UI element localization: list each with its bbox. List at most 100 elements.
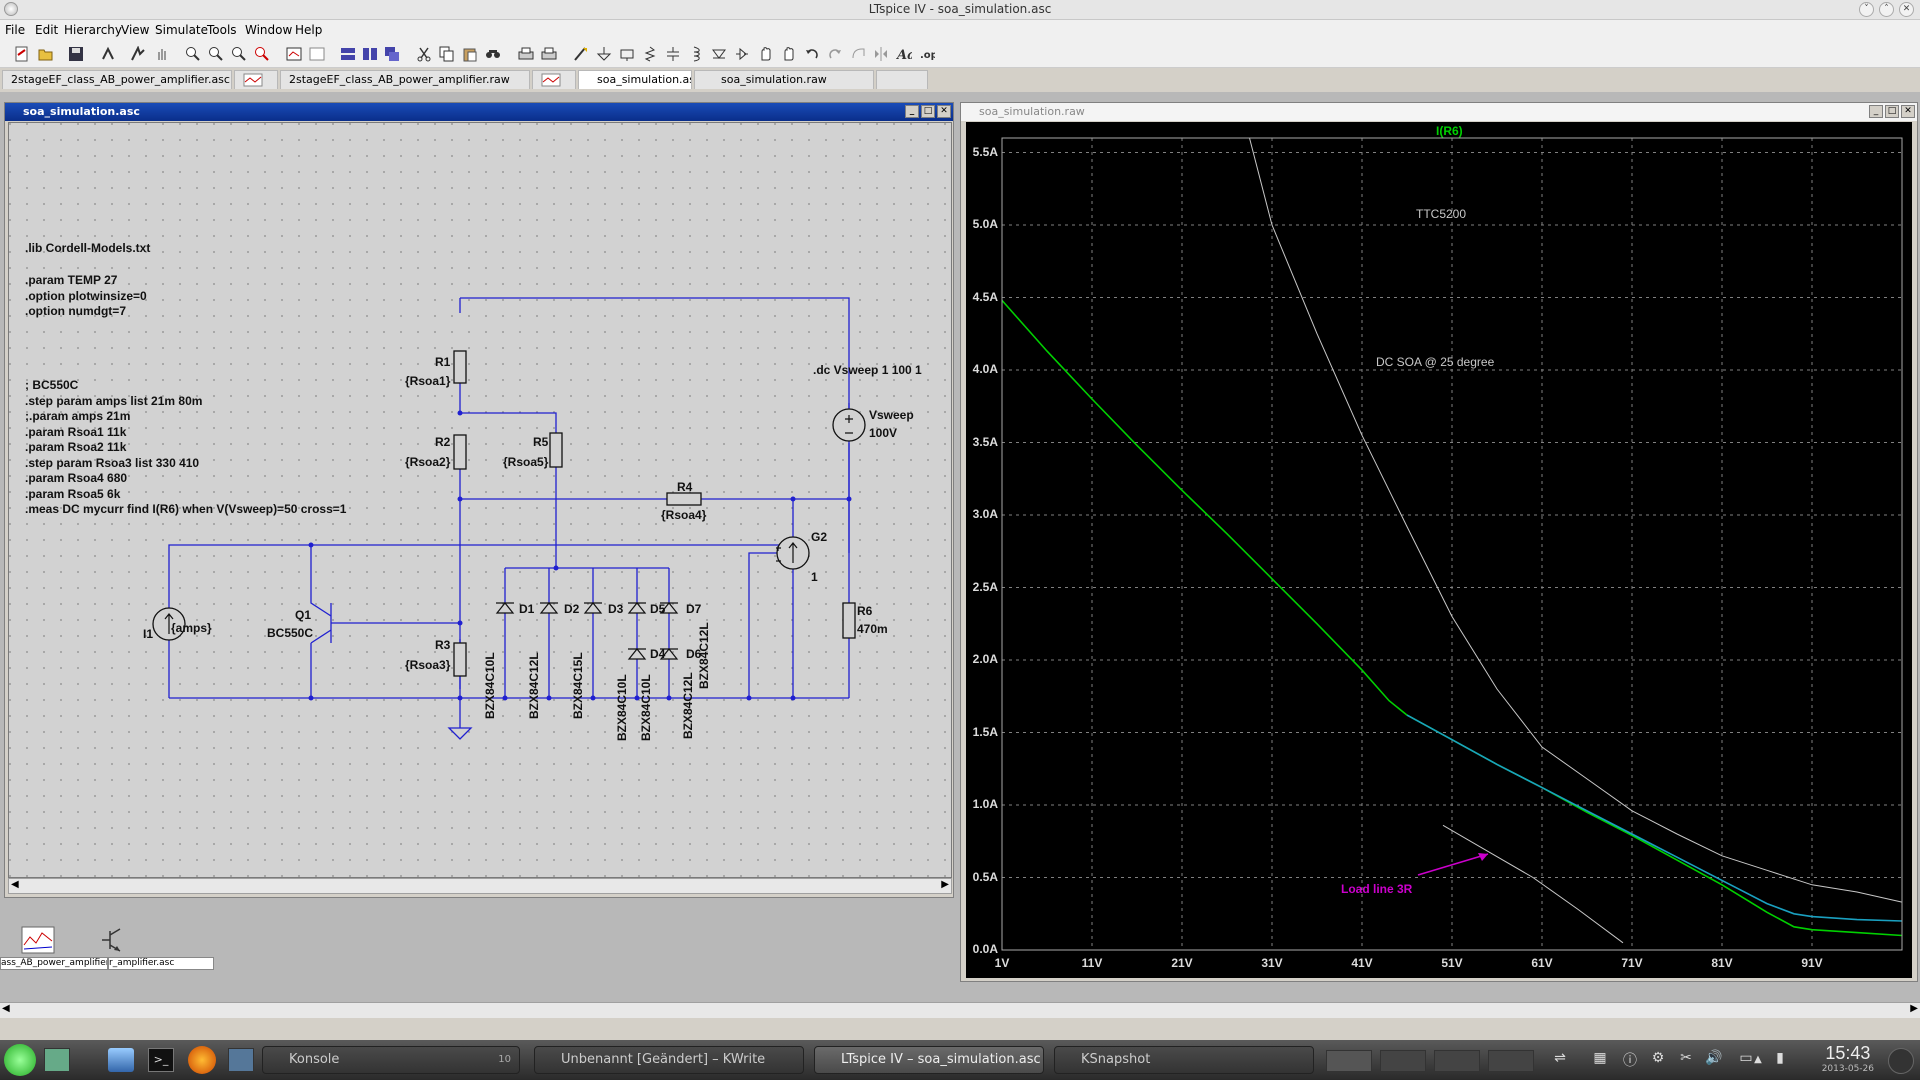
control-panel-icon[interactable] — [98, 44, 118, 64]
r1-label[interactable]: R1 — [435, 355, 451, 369]
r4-value[interactable]: {Rsoa4} — [661, 508, 707, 522]
desktop-icon[interactable] — [228, 1048, 254, 1072]
view-spice-error-log-icon[interactable] — [307, 44, 327, 64]
zoom-out-icon[interactable] — [206, 44, 226, 64]
d4-value[interactable]: BZX84C10L — [615, 674, 629, 741]
g2-label[interactable]: G2 — [811, 530, 828, 544]
terminal-icon[interactable]: >_ — [148, 1048, 174, 1072]
scroll-left-icon[interactable]: ◀ — [2, 1003, 10, 1014]
menu-tools[interactable]: Tools — [207, 23, 237, 37]
tray-expand-icon[interactable]: ▲ — [1754, 1054, 1762, 1065]
directive-meas[interactable]: .meas DC mycurr find I(R6) when V(Vsweep… — [25, 502, 347, 516]
pager-desktop-4[interactable] — [1488, 1050, 1534, 1072]
drag-icon[interactable] — [779, 44, 799, 64]
capacitor-icon[interactable] — [663, 44, 683, 64]
spice-directive-icon[interactable]: .op — [917, 44, 937, 64]
menu-hierarchy[interactable]: Hierarchy — [64, 23, 123, 37]
trace-line-1[interactable] — [1406, 714, 1903, 922]
r4-label[interactable]: R4 — [677, 480, 693, 494]
comment-bc550c[interactable]: ; BC550C — [25, 378, 79, 392]
directive-rsoa1[interactable]: .param Rsoa1 11k — [25, 425, 127, 439]
system-monitor-icon[interactable] — [44, 1048, 70, 1072]
cascade-icon[interactable] — [382, 44, 402, 64]
restore-button[interactable]: □ — [921, 105, 935, 118]
d5-label[interactable]: D5 — [650, 602, 666, 616]
cashew-icon[interactable] — [1888, 1048, 1914, 1074]
battery-icon[interactable]: ▮ — [1776, 1050, 1784, 1066]
close-button[interactable]: ✕ — [937, 105, 951, 118]
text-icon[interactable]: Aa — [894, 44, 914, 64]
tab-2stageef-raw[interactable]: 2stageEF_class_AB_power_amplifier.raw — [280, 70, 530, 89]
tab-2stageef-asc[interactable]: 2stageEF_class_AB_power_amplifier.asc — [2, 70, 232, 89]
settings-icon[interactable]: ⚙ — [1651, 1050, 1665, 1066]
scroll-right-icon[interactable]: ▶ — [1910, 1003, 1918, 1014]
pager-desktop-3[interactable] — [1434, 1050, 1480, 1072]
clipboard-icon[interactable]: ✂ — [1680, 1050, 1692, 1066]
move-icon[interactable] — [756, 44, 776, 64]
info-icon[interactable]: ⓘ — [1623, 1053, 1637, 1069]
r5-value[interactable]: {Rsoa5} — [503, 455, 549, 469]
r6-label[interactable]: R6 — [857, 604, 873, 618]
schematic-horizontal-scrollbar[interactable]: ◀ ▶ — [8, 878, 952, 894]
find-icon[interactable] — [483, 44, 503, 64]
ground-icon[interactable] — [594, 44, 614, 64]
file-manager-icon[interactable] — [108, 1048, 134, 1072]
directive-step-amps[interactable]: .step param amps list 21m 80m — [25, 394, 203, 408]
undo-icon[interactable] — [802, 44, 822, 64]
directive-plotwinsize[interactable]: .option plotwinsize=0 — [25, 289, 147, 303]
comment-param-amps[interactable]: ;.param amps 21m — [25, 409, 131, 423]
task-kwrite[interactable]: Unbenannt [Geändert] – KWrite — [534, 1046, 804, 1074]
directive-param-temp[interactable]: .param TEMP 27 — [25, 273, 118, 287]
menu-view[interactable]: View — [121, 23, 150, 37]
close-window-button[interactable]: ✕ — [1899, 2, 1914, 17]
print-setup-icon[interactable] — [516, 44, 536, 64]
minimized-asc-label[interactable]: r_amplifier.asc — [108, 957, 214, 970]
copy-icon[interactable] — [437, 44, 457, 64]
paste-icon[interactable] — [460, 44, 480, 64]
component-icon[interactable] — [732, 44, 752, 64]
vsweep-label[interactable]: Vsweep — [869, 408, 914, 422]
menu-simulate[interactable]: Simulate — [155, 23, 209, 37]
d6-value[interactable]: BZX84C12L — [681, 672, 695, 739]
maximize-window-button[interactable]: ˄ — [1879, 2, 1894, 17]
d2-label[interactable]: D2 — [564, 602, 580, 616]
schematic-canvas[interactable]: .lib Cordell-Models.txt .param TEMP 27 .… — [8, 122, 953, 879]
volume-icon[interactable]: 🔊 — [1705, 1050, 1723, 1066]
d5-value[interactable]: BZX84C10L — [639, 674, 653, 741]
tab-soa-asc[interactable]: soa_simulation.asc — [578, 70, 692, 89]
start-menu-icon[interactable] — [4, 1044, 36, 1076]
new-schematic-icon[interactable] — [12, 44, 32, 64]
restore-button[interactable]: □ — [1885, 105, 1899, 118]
pager-desktop-2[interactable] — [1380, 1050, 1426, 1072]
r1-value[interactable]: {Rsoa1} — [405, 374, 451, 388]
app-menu-icon[interactable] — [4, 2, 18, 16]
directive-lib[interactable]: .lib Cordell-Models.txt — [25, 241, 151, 255]
scroll-left-icon[interactable]: ◀ — [11, 879, 19, 890]
tile-vertical-icon[interactable] — [360, 44, 380, 64]
i1-label[interactable]: I1 — [143, 627, 154, 641]
label-icon[interactable] — [617, 44, 637, 64]
menu-help[interactable]: Help — [295, 23, 323, 37]
directive-step-rsoa3[interactable]: .step param Rsoa3 list 330 410 — [25, 456, 200, 470]
tab-soa-raw[interactable]: soa_simulation.raw — [694, 70, 874, 89]
q1-value[interactable]: BC550C — [267, 626, 314, 640]
d3-label[interactable]: D3 — [608, 602, 624, 616]
tile-horizontal-icon[interactable] — [338, 44, 358, 64]
wire-icon[interactable] — [571, 44, 591, 64]
menu-window[interactable]: Window — [245, 23, 293, 37]
directive-numdgt[interactable]: .option numdgt=7 — [25, 304, 126, 318]
vsweep-value[interactable]: 100V — [869, 426, 898, 440]
tab-empty[interactable] — [876, 70, 928, 89]
run-icon[interactable] — [128, 44, 148, 64]
screen-icon[interactable]: ▭ — [1739, 1050, 1753, 1066]
network-icon[interactable]: ▦ — [1593, 1050, 1607, 1066]
mirror-icon[interactable] — [871, 44, 891, 64]
trace-label-ir6[interactable]: I(R6) — [1436, 124, 1463, 138]
clock[interactable]: 15:43 2013-05-26 — [1822, 1043, 1874, 1074]
minimize-button[interactable]: _ — [1869, 105, 1883, 118]
r5-label[interactable]: R5 — [533, 435, 549, 449]
tab-waveform-icon[interactable] — [234, 70, 278, 89]
resistor-icon[interactable] — [640, 44, 660, 64]
minimized-waveform-icon[interactable] — [20, 925, 56, 955]
